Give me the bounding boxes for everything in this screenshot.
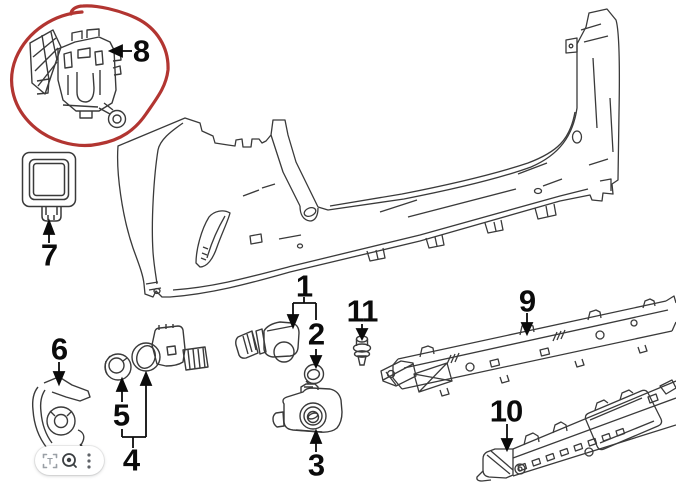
callout-1: 1 — [295, 268, 313, 304]
bumper-cover — [117, 8, 621, 298]
callout-8: 8 — [132, 33, 150, 69]
callout-11: 11 — [346, 293, 379, 329]
callout-4: 4 — [122, 442, 140, 478]
callout-6: 6 — [50, 331, 68, 367]
more-options-icon — [87, 452, 91, 469]
lens-search-button[interactable] — [61, 451, 79, 471]
callout-3: 3 — [307, 447, 325, 482]
part-10-absorber — [476, 379, 676, 482]
image-actions-toolbar: T — [35, 446, 104, 475]
part-5-ring — [104, 353, 132, 381]
callout-7: 7 — [40, 237, 58, 273]
callout-9: 9 — [518, 283, 536, 319]
part-2-grommet — [303, 363, 325, 385]
callout-2: 2 — [307, 316, 325, 352]
svg-text:T: T — [47, 456, 53, 466]
callout-leaders — [42, 44, 534, 453]
part-7-module — [21, 151, 77, 222]
callout-10: 10 — [489, 393, 523, 429]
highlight-circle — [9, 4, 170, 148]
part-1-sensor — [235, 321, 300, 363]
part-4-sensor — [131, 324, 209, 372]
more-options-button[interactable] — [80, 451, 98, 471]
part-9-reinforcement — [380, 295, 676, 397]
lens-search-icon — [62, 453, 77, 468]
text-select-icon: T — [42, 453, 58, 468]
callout-5: 5 — [112, 397, 130, 433]
part-3-retainer — [272, 383, 343, 433]
part-8-bracket — [29, 28, 127, 129]
text-select-button[interactable]: T — [41, 451, 59, 471]
